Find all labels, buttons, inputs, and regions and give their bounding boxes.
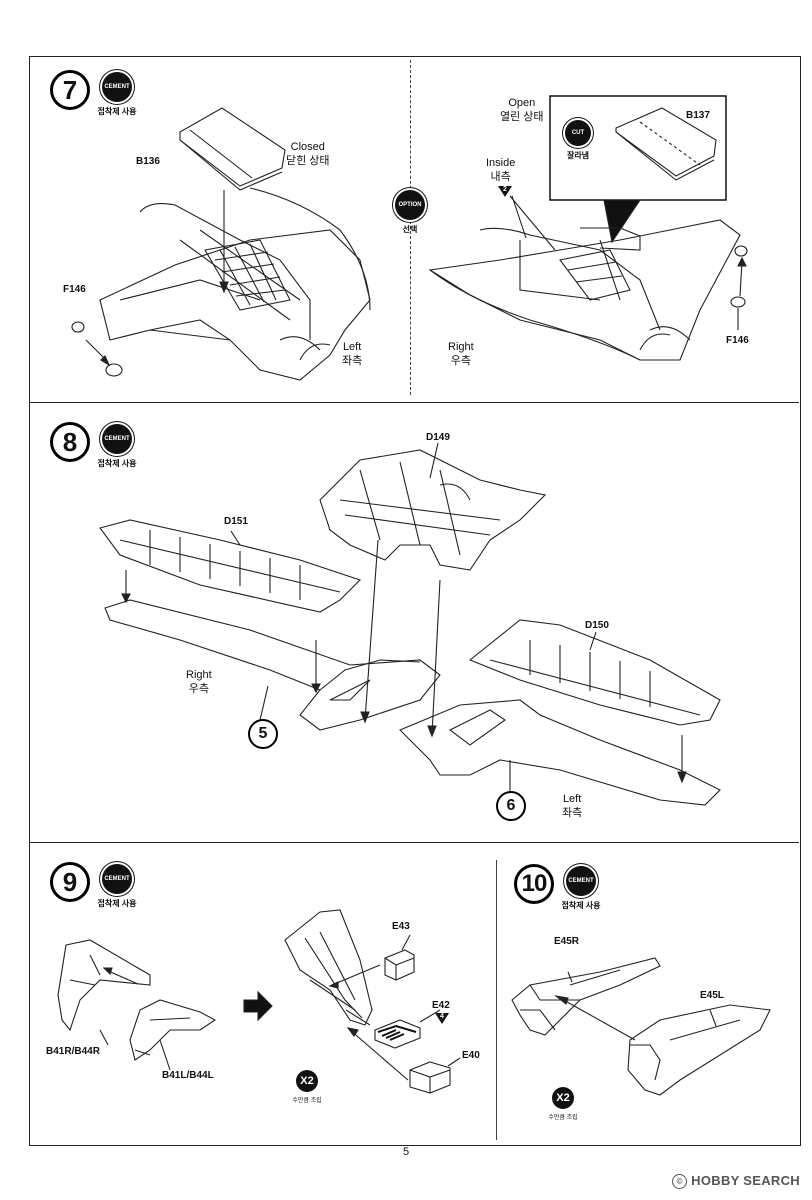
inside-ref-triangle: 2 [498, 186, 512, 197]
page-number: 5 [402, 1146, 410, 1158]
x2-sub: 수만큼 조립 [292, 1098, 322, 1104]
cut-badge: CUT 잘라냄 [561, 120, 595, 161]
option-icon: OPTION [395, 190, 425, 220]
step-10-number: 10 [514, 864, 554, 904]
left-kr: 좌측 [562, 807, 583, 819]
ref-step-5: 5 [248, 719, 278, 749]
right-kr: 우측 [450, 355, 471, 367]
label-f146-right: F146 [726, 335, 749, 346]
open-en: Open [508, 97, 536, 109]
label-open: Open 열린 상태 [500, 96, 544, 124]
cement-badge-9: CEMENT 접착제 사용 [92, 864, 142, 909]
label-b137: B137 [686, 110, 710, 121]
x2-badge-9: X2 수만큼 조립 [287, 1070, 327, 1104]
x2-sub: 수만큼 조립 [548, 1115, 578, 1121]
watermark-text: HOBBY SEARCH [691, 1173, 800, 1188]
option-badge: OPTION 선택 [386, 190, 434, 235]
label-b41r-b44r: B41R/B44R [46, 1046, 100, 1057]
step-7-number: 7 [50, 70, 90, 110]
label-e40: E40 [462, 1050, 480, 1061]
ref-step-6: 6 [496, 791, 526, 821]
left-en: Left [342, 341, 362, 353]
label-f146-left: F146 [63, 284, 86, 295]
x2-badge-10: X2 수만큼 조립 [543, 1087, 583, 1121]
label-b136: B136 [136, 156, 160, 167]
x2-icon: X2 [552, 1087, 574, 1109]
label-right-7: Right 우측 [448, 340, 474, 368]
label-left-8: Left 좌측 [562, 792, 582, 820]
label-e43: E43 [392, 921, 410, 932]
watermark: ©HOBBY SEARCH [672, 1173, 800, 1189]
label-left-7: Left 좌측 [342, 340, 362, 368]
closed-kr: 닫힌 상태 [286, 155, 330, 167]
cement-sub: 접착제 사용 [97, 899, 137, 908]
cement-icon: CEMENT [102, 72, 132, 102]
x2-icon: X2 [296, 1070, 318, 1092]
cement-badge-8: CEMENT 접착제 사용 [92, 424, 142, 469]
label-e45r: E45R [554, 936, 580, 947]
cement-sub: 접착제 사용 [97, 107, 137, 116]
cut-sub: 잘라냄 [566, 151, 590, 160]
e42-ref: 4 [440, 1013, 444, 1020]
label-e42: E42 [432, 1000, 450, 1011]
step9-divider [496, 860, 497, 1140]
right-en: Right [448, 341, 474, 353]
inside-kr: 내측 [490, 171, 511, 183]
row-divider-1 [29, 402, 799, 403]
option-sub: 선택 [402, 225, 418, 234]
label-closed: Closed 닫힌 상태 [286, 140, 330, 168]
cement-icon: CEMENT [566, 866, 596, 896]
step-8-number: 8 [50, 422, 90, 462]
closed-en: Closed [290, 141, 325, 153]
cut-icon: CUT [565, 120, 591, 146]
open-kr: 열린 상태 [500, 111, 544, 123]
label-d151: D151 [224, 516, 248, 527]
right-kr: 우측 [188, 683, 209, 695]
row-divider-2 [29, 842, 799, 843]
label-inside: Inside 내측 [486, 156, 515, 184]
e42-ref-triangle: 4 [435, 1013, 449, 1024]
label-right-8: Right 우측 [186, 668, 212, 696]
cement-badge-10: CEMENT 접착제 사용 [556, 866, 606, 911]
cement-sub: 접착제 사용 [561, 901, 601, 910]
label-d149: D149 [426, 432, 450, 443]
label-e45l: E45L [700, 990, 724, 1001]
cement-icon: CEMENT [102, 864, 132, 894]
inside-ref: 2 [503, 186, 507, 193]
label-b41l-b44l: B41L/B44L [162, 1070, 214, 1081]
cement-badge-7: CEMENT 접착제 사용 [92, 72, 142, 117]
label-d150: D150 [585, 620, 609, 631]
left-en: Left [562, 793, 582, 805]
right-en: Right [186, 669, 212, 681]
step7-divider [410, 60, 411, 395]
step-9-number: 9 [50, 862, 90, 902]
cement-sub: 접착제 사용 [97, 459, 137, 468]
instruction-frame [29, 56, 801, 1146]
copyright-icon: © [672, 1174, 688, 1189]
inside-en: Inside [486, 157, 516, 169]
left-kr: 좌측 [342, 355, 363, 367]
cement-icon: CEMENT [102, 424, 132, 454]
